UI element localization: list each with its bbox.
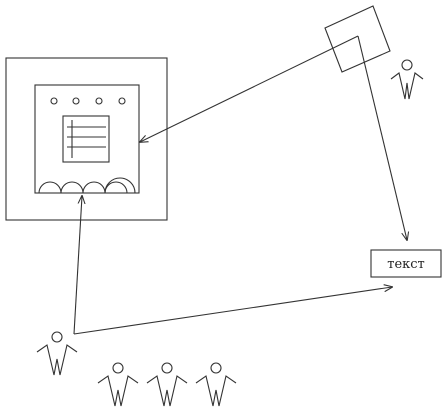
board-icon (34, 84, 140, 194)
person-body (97, 375, 139, 407)
board-dot-2 (72, 97, 80, 105)
person-body (195, 375, 237, 407)
document-icon (62, 115, 110, 163)
person-icon (146, 362, 188, 407)
board-dot-4 (118, 97, 126, 105)
person-head (51, 331, 63, 343)
person-icon (390, 59, 424, 100)
board-dot-1 (50, 97, 58, 105)
person-icon (195, 362, 237, 407)
person-head (401, 59, 413, 71)
board-scallops (38, 181, 128, 194)
board-scallop-last (104, 177, 136, 194)
arrow-square-to-board (140, 35, 359, 142)
arrow-person-to-board (73, 196, 82, 335)
person-head (161, 362, 173, 374)
person-head (210, 362, 222, 374)
arrow-square-to-textbox (357, 35, 407, 240)
document-frame (62, 115, 110, 163)
person-icon (97, 362, 139, 407)
person-body (146, 375, 188, 407)
person-icon (36, 331, 78, 376)
text-box-label: текст (387, 257, 424, 272)
person-body (36, 344, 78, 376)
text-box: текст (370, 249, 442, 278)
outer-frame (5, 57, 168, 221)
person-body (390, 72, 424, 100)
arrow-person-to-textbox (73, 287, 392, 335)
person-head (112, 362, 124, 374)
rotated-square (324, 5, 391, 73)
text-box-frame (370, 249, 442, 278)
board-dot-3 (95, 97, 103, 105)
rotated-square-shape (324, 5, 391, 73)
